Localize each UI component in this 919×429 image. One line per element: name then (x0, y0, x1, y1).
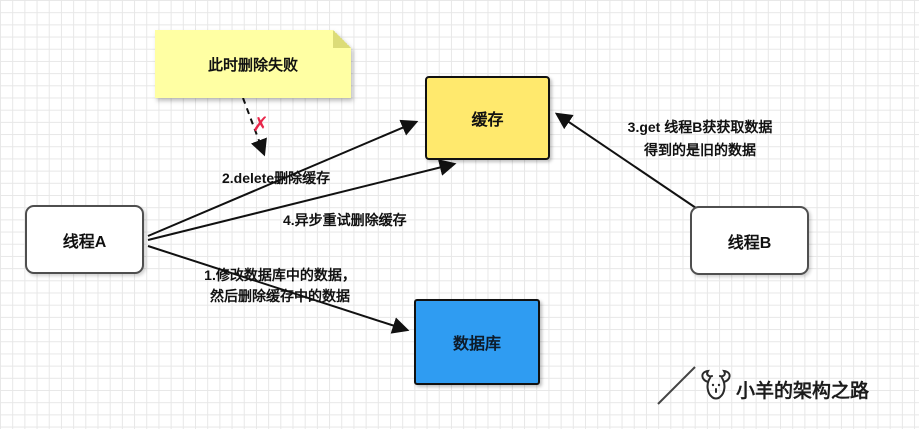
label-step1-line2: 然后删除缓存中的数据 (210, 288, 350, 304)
label-step4-async-retry: 4.异步重试删除缓存 (283, 212, 407, 228)
database-node: 数据库 (414, 299, 540, 385)
watermark-slash (657, 366, 696, 405)
watermark-text: 小羊的架构之路 (736, 381, 870, 402)
failure-x-icon: ✗ (252, 114, 269, 136)
sticky-note-fold-corner (333, 30, 351, 48)
cache-node: 缓存 (425, 76, 550, 160)
sheep-icon (701, 369, 731, 400)
sticky-note: 此时删除失败 (155, 30, 351, 98)
label-step1-update-db: 1.修改数据库中的数据， 然后删除缓存中的数据 (180, 265, 380, 307)
thread-b-node: 线程B (690, 206, 809, 275)
sticky-note-text: 此时删除失败 (155, 30, 351, 98)
label-step3-line1: 3.get 线程B获获取数据 (627, 119, 773, 135)
label-step3-line2: 得到的是旧的数据 (644, 142, 756, 158)
label-step3-get-old-data: 3.get 线程B获获取数据 得到的是旧的数据 (600, 116, 800, 162)
label-step2-delete-cache: 2.delete删除缓存 (222, 170, 331, 186)
thread-a-node: 线程A (25, 205, 144, 274)
label-step1-line1: 1.修改数据库中的数据， (204, 267, 356, 283)
